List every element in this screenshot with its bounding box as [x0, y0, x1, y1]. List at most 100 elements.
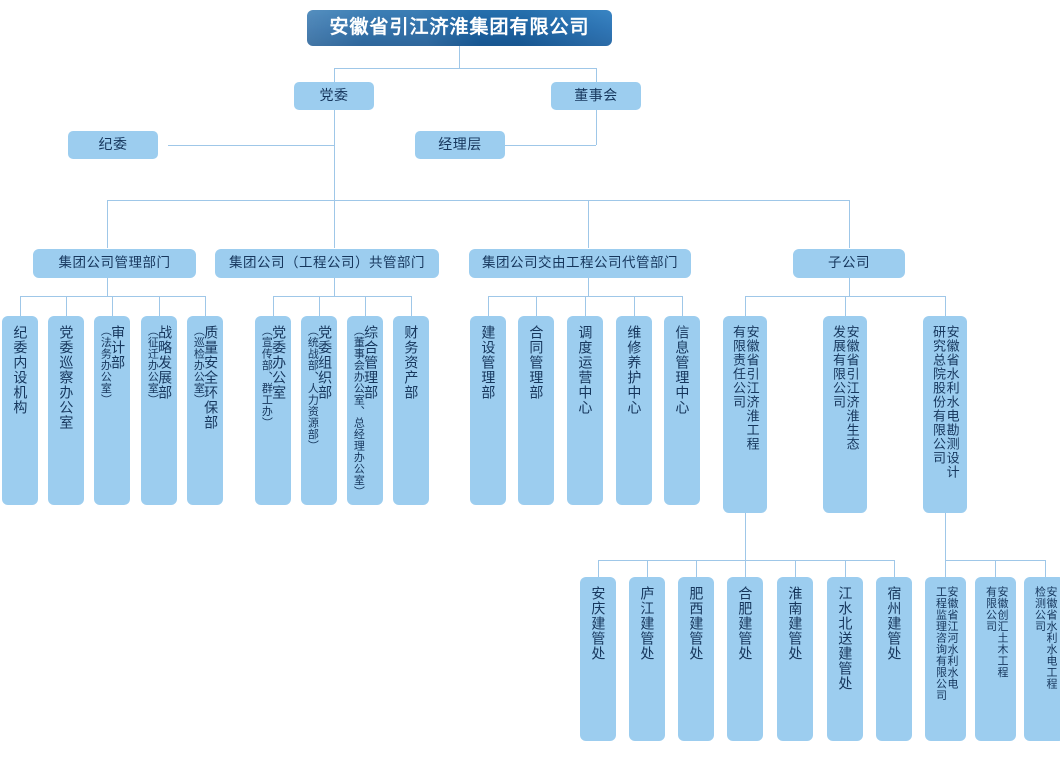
- dept-maintenance-center[interactable]: 维修养护中心: [616, 316, 652, 505]
- connector-cat3-down: [588, 200, 589, 248]
- connector-dongshihui-down: [596, 110, 597, 145]
- office-huainan[interactable]: 淮南建管处: [777, 577, 813, 741]
- connector-office-d: [745, 560, 746, 577]
- office-suzhou[interactable]: 宿州建管处: [876, 577, 912, 741]
- dept-information-management-center[interactable]: 信息管理中心: [664, 316, 700, 505]
- subsidiary-design-research-institute[interactable]: 安徽省水利水电勘测设计 研究总院股份有限公司: [923, 316, 967, 513]
- category-delegated-departments[interactable]: 集团公司交由工程公司代管部门: [469, 249, 691, 278]
- dept-quality-safety-environment[interactable]: 质量安全环保部 （巡检办公室）: [187, 316, 223, 505]
- subsidiary-ecology-development-company[interactable]: 安徽省引江济淮生态 发展有限公司: [823, 316, 867, 513]
- category-subsidiaries-label: 子公司: [828, 255, 870, 271]
- office-lujiang-text: 庐江建管处: [639, 586, 656, 661]
- dept-party-organization[interactable]: 党委组织部 （统战部、人力资源部）: [301, 316, 337, 505]
- category-group-management-departments-label: 集团公司管理部门: [58, 255, 171, 271]
- subsidiary-jianghe-supervision[interactable]: 安徽省江河水利水电 工程监理咨询有限公司: [925, 577, 966, 741]
- connector-group2-bus: [273, 296, 411, 297]
- category-co-managed-departments[interactable]: 集团公司（工程公司）共管部门: [215, 249, 439, 278]
- office-huainan-text: 淮南建管处: [787, 586, 804, 661]
- node-board-of-directors[interactable]: 董事会: [551, 82, 641, 110]
- category-delegated-departments-label: 集团公司交由工程公司代管部门: [482, 255, 678, 271]
- connector-group1-a: [20, 296, 21, 316]
- dept-dispatch-operations-center-text: 调度运营中心: [577, 325, 594, 415]
- node-root-company[interactable]: 安徽省引江济淮集团有限公司: [307, 10, 612, 46]
- dept-construction-management[interactable]: 建设管理部: [470, 316, 506, 505]
- category-subsidiaries[interactable]: 子公司: [793, 249, 905, 278]
- office-lujiang[interactable]: 庐江建管处: [629, 577, 665, 741]
- office-north-water-transfer[interactable]: 江水北送建管处: [827, 577, 863, 741]
- connector-group2-d: [411, 296, 412, 316]
- connector-jinglic-horizontal: [505, 145, 596, 146]
- dept-discipline-internal-body[interactable]: 纪委内设机构: [2, 316, 38, 505]
- dept-party-organization-text: 党委组织部 （统战部、人力资源部）: [306, 325, 334, 452]
- dept-dispatch-operations-center[interactable]: 调度运营中心: [567, 316, 603, 505]
- subsidiary-engineering-company[interactable]: 安徽省引江济淮工程 有限责任公司: [723, 316, 767, 513]
- connector-group3-c: [585, 296, 586, 316]
- node-management-layer[interactable]: 经理层: [415, 131, 505, 159]
- connector-office-g: [894, 560, 895, 577]
- connector-office-a: [598, 560, 599, 577]
- node-discipline-committee[interactable]: 纪委: [68, 131, 158, 159]
- dept-contract-management-text: 合同管理部: [528, 325, 545, 400]
- connector-group2-a: [273, 296, 274, 316]
- connector-cat4-down: [849, 200, 850, 248]
- office-north-water-transfer-text: 江水北送建管处: [837, 586, 854, 691]
- connector-to-dongshihui: [596, 68, 597, 82]
- connector-design-a: [945, 560, 946, 577]
- dept-party-inspection-office-text: 党委巡察办公室: [58, 325, 75, 430]
- office-feixi-text: 肥西建管处: [688, 586, 705, 661]
- connector-design-b: [995, 560, 996, 577]
- connector-subs-c: [945, 296, 946, 316]
- subsidiary-jianghe-supervision-text: 安徽省江河水利水电 工程监理咨询有限公司: [934, 586, 959, 701]
- dept-quality-safety-environment-text: 质量安全环保部 （巡检办公室）: [192, 325, 220, 430]
- connector-group2-stem: [334, 278, 335, 296]
- subsidiary-design-research-institute-text: 安徽省水利水电勘测设计 研究总院股份有限公司: [931, 325, 960, 479]
- dept-general-management[interactable]: 综合管理部 （董事会办公室、总经理办公室）: [347, 316, 383, 505]
- connector-design-c: [1045, 560, 1046, 577]
- connector-jiwei-horizontal: [168, 145, 334, 146]
- subsidiary-chuanghui-civil[interactable]: 安徽创汇土木工程 有限公司: [975, 577, 1016, 741]
- node-party-committee-label: 党委: [319, 87, 349, 104]
- office-suzhou-text: 宿州建管处: [886, 586, 903, 661]
- connector-root-down: [459, 46, 460, 68]
- connector-group3-d: [634, 296, 635, 316]
- dept-finance-assets-text: 财务资产部: [403, 325, 420, 400]
- connector-level2-bus: [334, 68, 596, 69]
- dept-information-management-center-text: 信息管理中心: [674, 325, 691, 415]
- connector-group1-d: [159, 296, 160, 316]
- connector-office-c: [696, 560, 697, 577]
- category-group-management-departments[interactable]: 集团公司管理部门: [33, 249, 196, 278]
- node-party-committee[interactable]: 党委: [294, 82, 374, 110]
- connector-group2-c: [365, 296, 366, 316]
- dept-finance-assets[interactable]: 财务资产部: [393, 316, 429, 505]
- dept-maintenance-center-text: 维修养护中心: [626, 325, 643, 415]
- dept-strategy-development-text: 战略发展部 （征迁办公室）: [146, 325, 174, 406]
- connector-trunk-down: [334, 145, 335, 200]
- connector-subs-a: [745, 296, 746, 316]
- connector-subs-b: [845, 296, 846, 316]
- dept-party-inspection-office[interactable]: 党委巡察办公室: [48, 316, 84, 505]
- connector-offices-bus: [598, 560, 894, 561]
- connector-subs-stem: [849, 278, 850, 296]
- dept-strategy-development[interactable]: 战略发展部 （征迁办公室）: [141, 316, 177, 505]
- connector-to-dangwei: [334, 68, 335, 82]
- node-discipline-committee-label: 纪委: [98, 136, 128, 153]
- office-hefei[interactable]: 合肥建管处: [727, 577, 763, 741]
- connector-office-f: [845, 560, 846, 577]
- dept-party-office-text: 党委办公室 （宣传部、群工办）: [260, 325, 288, 429]
- connector-office-e: [795, 560, 796, 577]
- connector-design-stem: [945, 513, 946, 560]
- office-anqing[interactable]: 安庆建管处: [580, 577, 616, 741]
- connector-group3-a: [488, 296, 489, 316]
- dept-general-management-text: 综合管理部 （董事会办公室、总经理办公室）: [352, 325, 380, 498]
- connector-group3-b: [536, 296, 537, 316]
- dept-contract-management[interactable]: 合同管理部: [518, 316, 554, 505]
- subsidiary-testing-company[interactable]: 安徽省水利水电工程 检测公司: [1024, 577, 1060, 741]
- connector-cat1-down: [107, 200, 108, 248]
- subsidiary-ecology-development-company-text: 安徽省引江济淮生态 发展有限公司: [831, 325, 860, 451]
- office-feixi[interactable]: 肥西建管处: [678, 577, 714, 741]
- dept-party-office[interactable]: 党委办公室 （宣传部、群工办）: [255, 316, 291, 505]
- dept-audit-text: 审计部 （法务办公室）: [99, 325, 127, 406]
- connector-offices-stem: [745, 513, 746, 560]
- dept-audit[interactable]: 审计部 （法务办公室）: [94, 316, 130, 505]
